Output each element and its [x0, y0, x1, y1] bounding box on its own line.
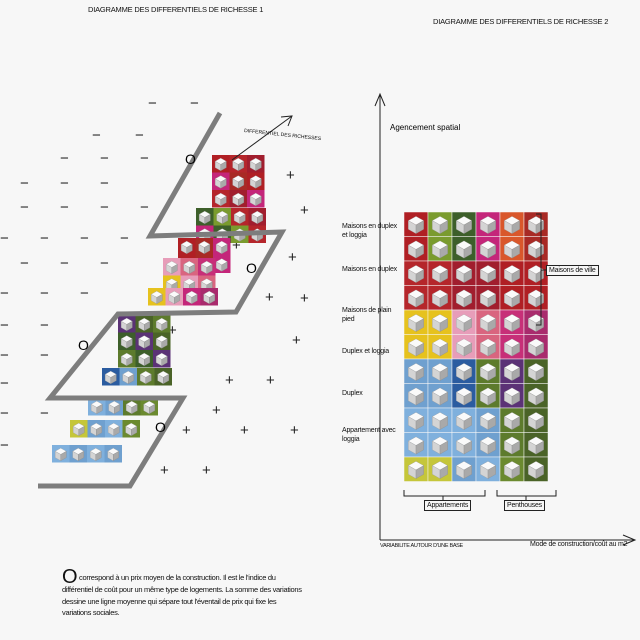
plus-sign: +	[300, 290, 309, 307]
plus-sign: +	[160, 462, 169, 479]
minus-sign: −	[20, 175, 29, 192]
plus-sign: +	[182, 422, 191, 439]
diagram2-title: DIAGRAMME DES DIFFERENTIELS DE RICHESSE …	[433, 17, 609, 26]
minus-sign: −	[100, 199, 109, 216]
minus-sign: −	[40, 285, 49, 302]
minus-sign: −	[100, 175, 109, 192]
minus-sign: −	[0, 405, 9, 422]
minus-sign: −	[92, 127, 101, 144]
plus-sign: +	[168, 322, 177, 339]
minus-sign: −	[60, 150, 69, 167]
plus-sign: +	[286, 167, 295, 184]
plus-sign: +	[288, 249, 297, 266]
diagram1-signs: −−−−−−−−−−−−−−−−−−−−−−−−−−−−−−−−++++++++…	[0, 95, 309, 479]
minus-sign: −	[140, 150, 149, 167]
minus-sign: −	[0, 230, 9, 247]
zero-mark: O	[155, 419, 166, 435]
legend-note: O correspond à un prix moyen de la const…	[62, 567, 302, 619]
plus-sign: +	[290, 422, 299, 439]
row-label: Maisons de plain pied	[342, 307, 392, 323]
minus-sign: −	[135, 127, 144, 144]
plus-sign: +	[265, 289, 274, 306]
row-label: Duplex	[342, 390, 363, 397]
row-label: Maisons en duplex et loggia	[342, 223, 397, 239]
diagram2-canvas: Agencement spatial	[374, 92, 637, 546]
minus-sign: −	[140, 199, 149, 216]
x-axis-label: Mode de construction/coût au m2	[530, 541, 628, 548]
minus-sign: −	[190, 95, 199, 112]
diagram1-axis-arrow	[231, 115, 293, 161]
minus-sign: −	[40, 317, 49, 334]
group-label-appartements: Appartements	[424, 500, 472, 511]
zero-mark: O	[78, 337, 89, 353]
minus-sign: −	[60, 199, 69, 216]
minus-sign: −	[80, 285, 89, 302]
minus-sign: −	[0, 347, 9, 364]
diagram1-axis-label: DIFFERENTIEL DES RICHESSES	[244, 128, 322, 142]
plus-sign: +	[292, 332, 301, 349]
zero-mark: O	[246, 260, 257, 276]
zero-symbol: O	[62, 566, 78, 588]
minus-sign: −	[80, 230, 89, 247]
plus-sign: +	[300, 202, 309, 219]
housing-grid	[403, 211, 549, 482]
plus-sign: +	[266, 372, 275, 389]
minus-sign: −	[0, 437, 9, 454]
plus-sign: +	[232, 237, 241, 254]
minus-sign: −	[0, 285, 9, 302]
minus-sign: −	[20, 199, 29, 216]
y-axis-label: Agencement spatial	[390, 123, 460, 132]
minus-sign: −	[60, 255, 69, 272]
plus-sign: +	[240, 422, 249, 439]
diagram1-tiles	[52, 155, 266, 463]
plus-sign: +	[212, 402, 221, 419]
plus-sign: +	[225, 372, 234, 389]
diagram1-canvas: −−−−−−−−−−−−−−−−−−−−−−−−−−−−−−−−++++++++…	[0, 95, 322, 489]
brackets	[403, 213, 557, 500]
row-label: Maisons en duplex	[342, 266, 397, 273]
minus-sign: −	[0, 317, 9, 334]
minus-sign: −	[20, 255, 29, 272]
minus-sign: −	[120, 230, 129, 247]
row-label: Appartement avec loggia	[342, 427, 396, 443]
minus-sign: −	[148, 95, 157, 112]
minus-sign: −	[40, 405, 49, 422]
x-axis-left-label: VARIABILITE AUTOUR D'UNE BASE	[380, 543, 463, 549]
minus-sign: −	[60, 175, 69, 192]
axes	[374, 92, 637, 546]
minus-sign: −	[40, 347, 49, 364]
diagram1-title: DIAGRAMME DES DIFFERENTIELS DE RICHESSE …	[88, 5, 264, 14]
diagram1-band	[38, 111, 287, 489]
row-label: Duplex et loggia	[342, 348, 389, 355]
group-label-penthouses: Penthouses	[504, 500, 545, 511]
zero-mark: O	[185, 151, 196, 167]
minus-sign: −	[100, 150, 109, 167]
minus-sign: −	[100, 255, 109, 272]
group-label-maisons-de-ville: Maisons de ville	[546, 265, 599, 276]
minus-sign: −	[0, 375, 9, 392]
legend-note-text: correspond à un prix moyen de la constru…	[62, 573, 302, 617]
plus-sign: +	[202, 462, 211, 479]
minus-sign: −	[40, 230, 49, 247]
